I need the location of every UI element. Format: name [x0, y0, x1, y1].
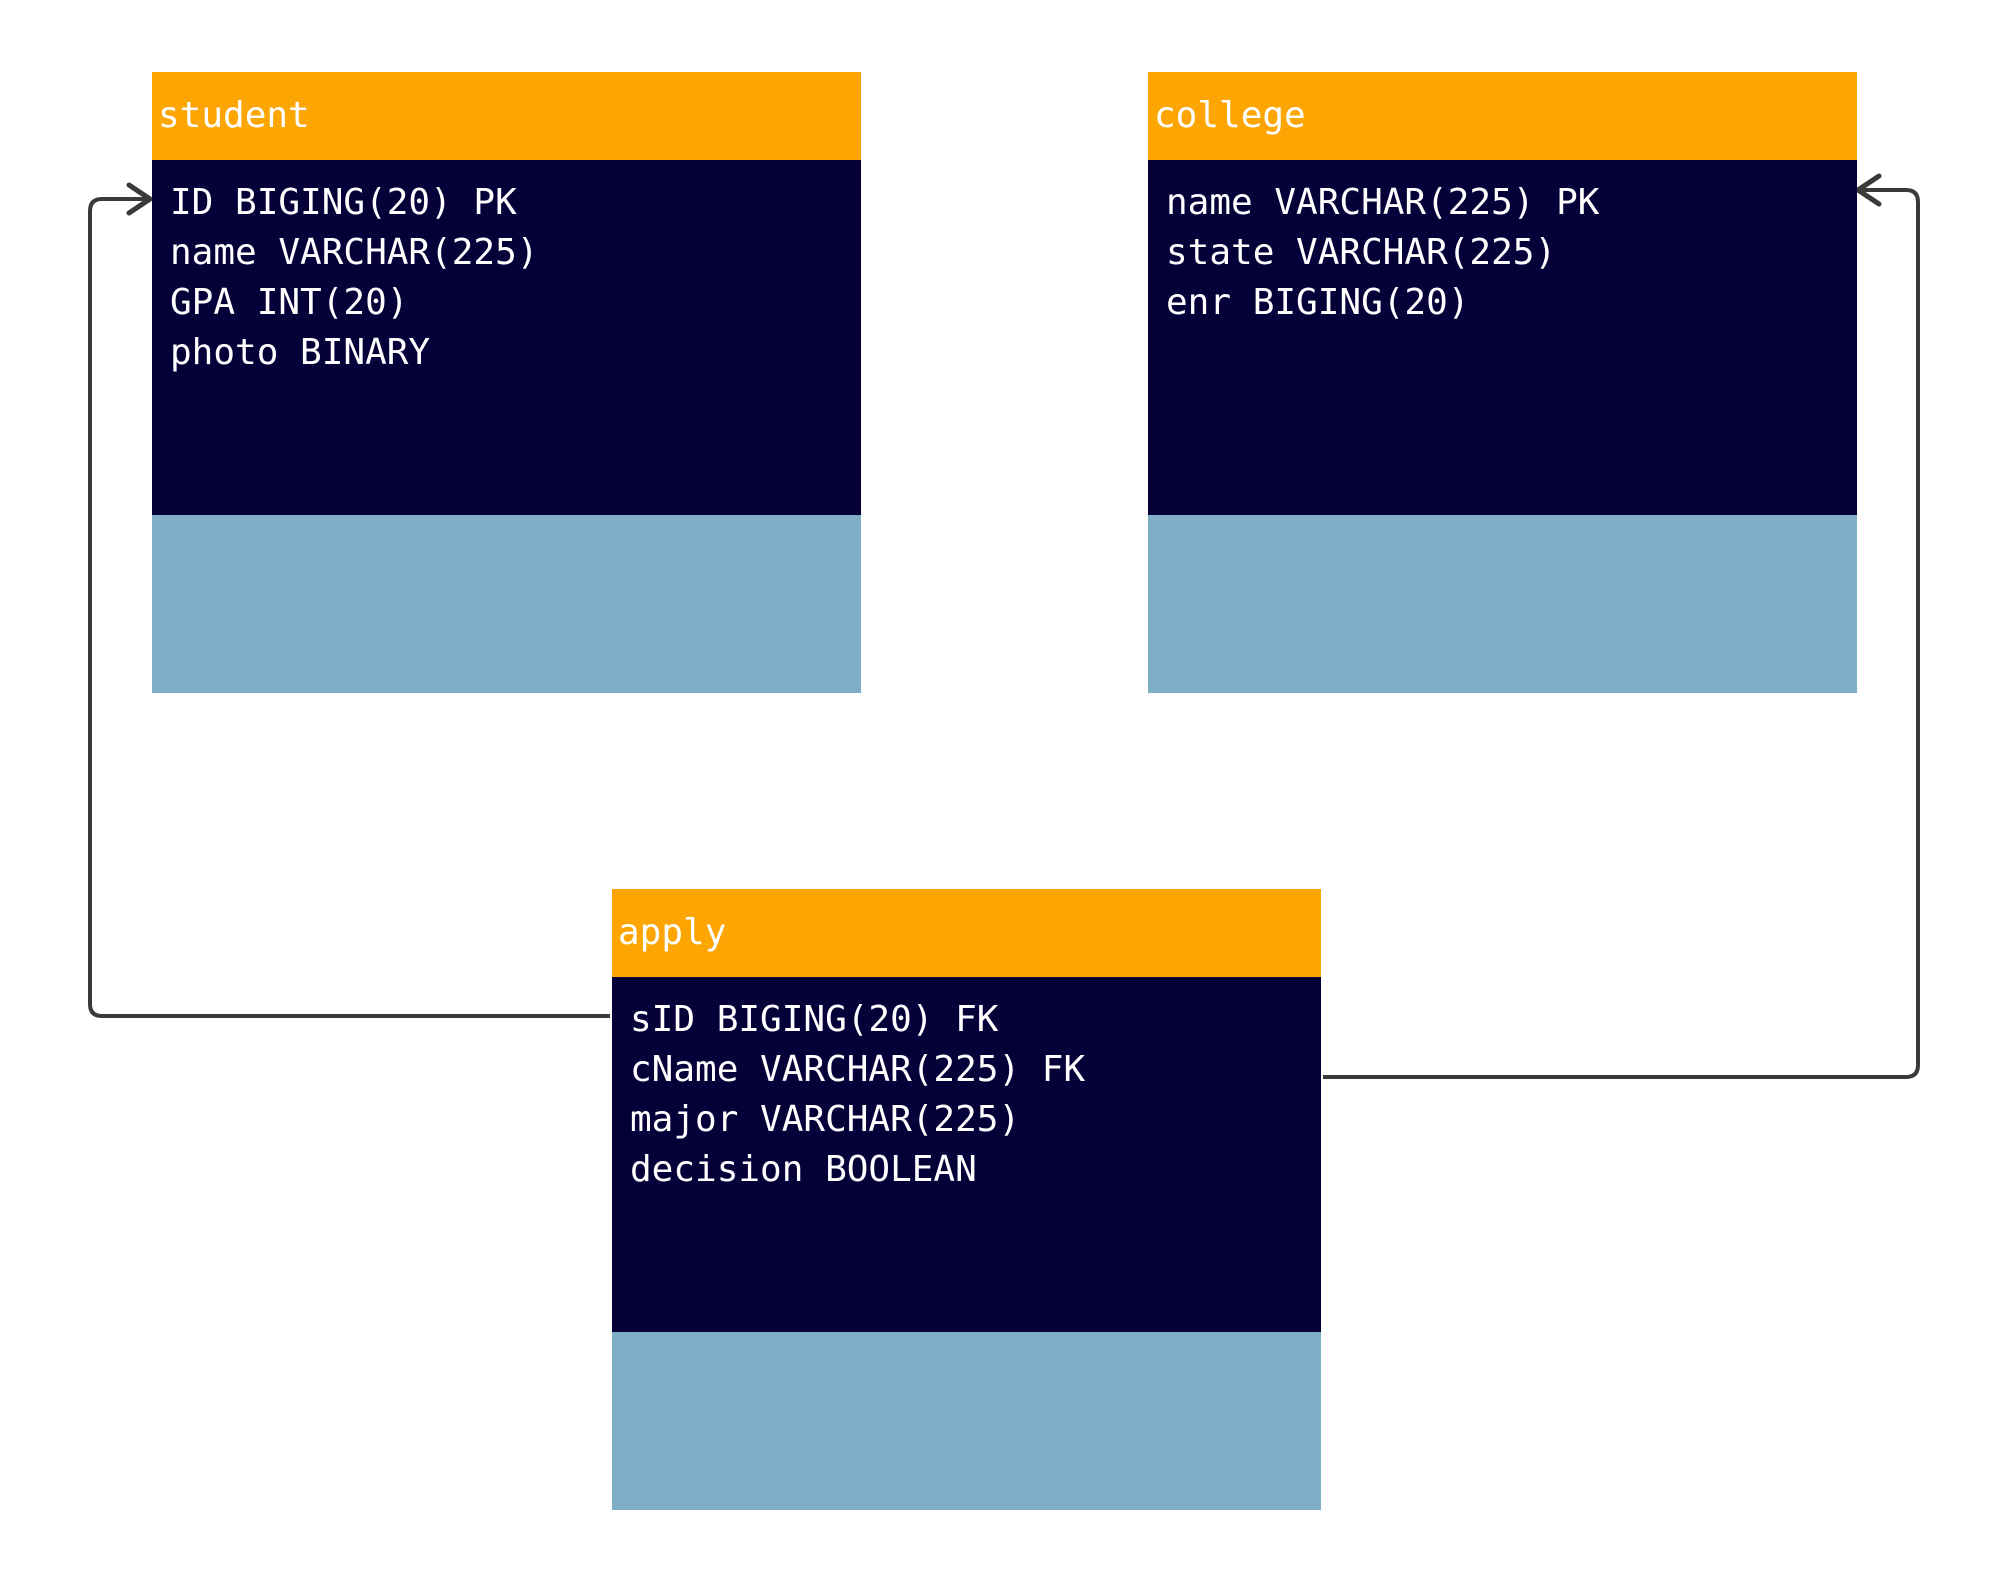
- entity-student-fields: ID BIGING(20) PK name VARCHAR(225) GPA I…: [152, 160, 861, 515]
- arrowhead-college-icon: [1855, 173, 1882, 207]
- field-row: GPA INT(20): [170, 282, 409, 323]
- entity-apply-footer: [612, 1332, 1321, 1510]
- field-row: cName VARCHAR(225) FK: [630, 1049, 1086, 1090]
- field-row: photo BINARY: [170, 332, 431, 373]
- entity-student[interactable]: student ID BIGING(20) PK name VARCHAR(22…: [152, 72, 861, 693]
- entity-apply-fields: sID BIGING(20) FK cName VARCHAR(225) FK …: [612, 977, 1321, 1332]
- field-row: decision BOOLEAN: [630, 1149, 977, 1190]
- entity-apply[interactable]: apply sID BIGING(20) FK cName VARCHAR(22…: [612, 889, 1321, 1510]
- entity-college-footer: [1148, 515, 1857, 693]
- field-row: ID BIGING(20) PK: [170, 182, 517, 223]
- connector-apply-to-college[interactable]: [1323, 188, 1920, 1079]
- arrowhead-student-icon: [126, 182, 153, 216]
- entity-apply-title: apply: [612, 889, 1321, 977]
- field-row: name VARCHAR(225) PK: [1166, 182, 1600, 223]
- field-row: enr BIGING(20): [1166, 282, 1470, 323]
- field-row: state VARCHAR(225): [1166, 232, 1557, 273]
- entity-college-title: college: [1148, 72, 1857, 160]
- entity-student-footer: [152, 515, 861, 693]
- entity-student-title: student: [152, 72, 861, 160]
- field-row: major VARCHAR(225): [630, 1099, 1021, 1140]
- entity-college-fields: name VARCHAR(225) PK state VARCHAR(225) …: [1148, 160, 1857, 515]
- field-row: sID BIGING(20) FK: [630, 999, 999, 1040]
- connector-apply-to-student[interactable]: [88, 197, 610, 1018]
- field-row: name VARCHAR(225): [170, 232, 539, 273]
- entity-college[interactable]: college name VARCHAR(225) PK state VARCH…: [1148, 72, 1857, 693]
